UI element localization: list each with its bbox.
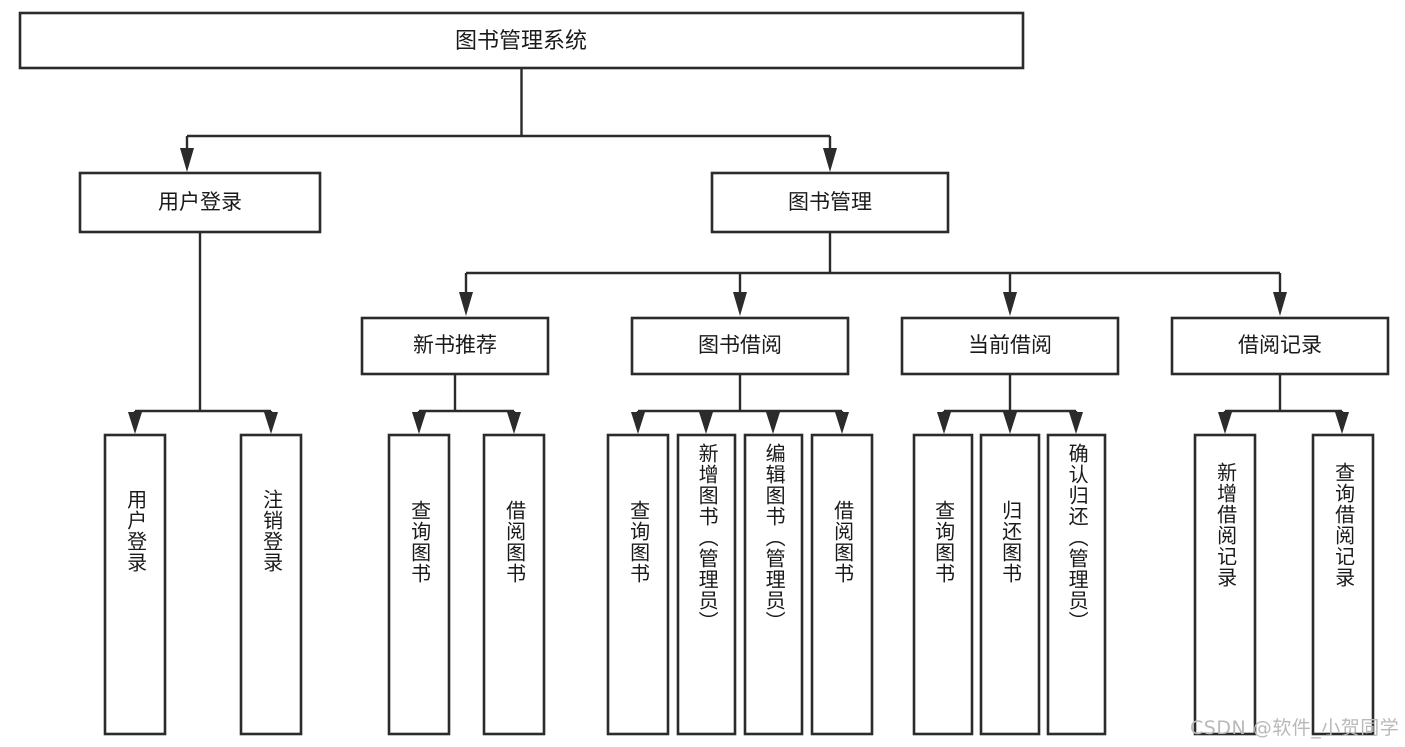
arrowhead-leaf-current-borrow-2 bbox=[1069, 412, 1083, 434]
connector-group-borrow-record bbox=[1218, 374, 1349, 434]
arrowhead-leaf-new-book-0 bbox=[412, 412, 426, 434]
node-new-book-recommend-box[interactable] bbox=[360, 316, 550, 376]
node-user-login-label: 用户登录 bbox=[158, 190, 242, 214]
arrowhead-leaf-borrow-record-0 bbox=[1218, 412, 1232, 434]
arrowhead-leaf-book-borrow-0 bbox=[631, 412, 645, 434]
arrowhead-book-borrow bbox=[733, 292, 747, 316]
node-book-borrow-label: 图书借阅 bbox=[698, 333, 782, 357]
leaf-box-borrow-record-0[interactable] bbox=[1193, 433, 1257, 736]
arrowhead-user-login bbox=[180, 148, 194, 172]
leaf-box-current-borrow-0[interactable] bbox=[912, 433, 974, 736]
arrowhead-leaf-current-borrow-1 bbox=[1003, 412, 1017, 434]
arrowhead-current-borrow bbox=[1003, 292, 1017, 316]
leaf-box-current-borrow-2[interactable] bbox=[1046, 433, 1107, 736]
node-new-book-recommend-label: 新书推荐 bbox=[413, 333, 497, 357]
leaf-box-borrow-record-1[interactable] bbox=[1311, 433, 1375, 736]
node-root-label: 图书管理系统 bbox=[455, 29, 587, 54]
node-new-book-recommend[interactable]: 新书推荐 bbox=[360, 316, 550, 376]
arrowhead-borrow-record bbox=[1273, 292, 1287, 316]
connector-group-new-book bbox=[412, 374, 521, 434]
arrowhead-leaf-book-borrow-1 bbox=[699, 412, 713, 434]
node-user-login-box[interactable] bbox=[78, 171, 322, 234]
leaf-box-new-book-1[interactable] bbox=[482, 433, 546, 736]
node-current-borrow-label: 当前借阅 bbox=[968, 333, 1052, 357]
node-root[interactable]: 图书管理系统 bbox=[18, 11, 1025, 70]
node-borrow-record[interactable]: 借阅记录 bbox=[1170, 316, 1390, 376]
arrowhead-leaf-current-borrow-0 bbox=[937, 412, 951, 434]
connector-group-current-borrow bbox=[937, 374, 1083, 434]
arrowhead-leaf-user-login-0 bbox=[128, 412, 142, 434]
leaf-box-current-borrow-1[interactable] bbox=[979, 433, 1041, 736]
node-book-management[interactable]: 图书管理 bbox=[710, 171, 950, 234]
leaf-box-new-book-0[interactable] bbox=[387, 433, 451, 736]
watermark-text: CSDN @软件_小贺同学 bbox=[1190, 717, 1400, 739]
node-borrow-record-box[interactable] bbox=[1170, 316, 1390, 376]
connector-group-root bbox=[180, 68, 837, 172]
node-book-borrow[interactable]: 图书借阅 bbox=[630, 316, 850, 376]
arrowhead-leaf-new-book-1 bbox=[507, 412, 521, 434]
arrowhead-leaf-user-login-1 bbox=[264, 412, 278, 434]
connector-group-book-mgmt bbox=[459, 232, 1287, 316]
arrowhead-new-book bbox=[459, 292, 473, 316]
leaf-box-book-borrow-2[interactable] bbox=[743, 433, 804, 736]
node-root-box[interactable] bbox=[18, 11, 1025, 70]
arrowhead-leaf-book-borrow-2 bbox=[766, 412, 780, 434]
node-book-management-box[interactable] bbox=[710, 171, 950, 234]
leaf-box-user-login-0[interactable] bbox=[103, 433, 167, 736]
leaf-box-book-borrow-0[interactable] bbox=[606, 433, 670, 736]
node-book-management-label: 图书管理 bbox=[788, 190, 872, 214]
node-current-borrow-box[interactable] bbox=[900, 316, 1120, 376]
connector-group-user-login bbox=[128, 232, 278, 434]
leaf-box-book-borrow-3[interactable] bbox=[810, 433, 874, 736]
node-user-login[interactable]: 用户登录 bbox=[78, 171, 322, 234]
arrowhead-book-mgmt bbox=[823, 148, 837, 172]
node-current-borrow[interactable]: 当前借阅 bbox=[900, 316, 1120, 376]
connector-group-book-borrow bbox=[631, 374, 849, 434]
arrowhead-leaf-borrow-record-1 bbox=[1335, 412, 1349, 434]
leaf-box-book-borrow-1[interactable] bbox=[676, 433, 737, 736]
leaf-box-user-login-1[interactable] bbox=[239, 433, 303, 736]
node-book-borrow-box[interactable] bbox=[630, 316, 850, 376]
arrowhead-leaf-book-borrow-3 bbox=[835, 412, 849, 434]
node-borrow-record-label: 借阅记录 bbox=[1238, 333, 1322, 357]
